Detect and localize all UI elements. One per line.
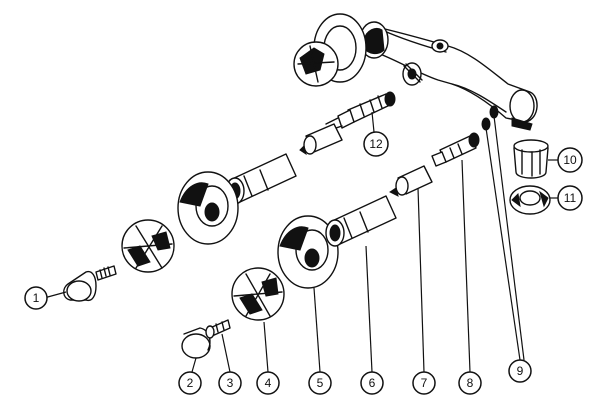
callout-1-label: 1 bbox=[33, 291, 40, 305]
part-6-sleeve bbox=[325, 195, 397, 247]
callout-2-label: 2 bbox=[187, 376, 194, 390]
callout-10: 10 bbox=[557, 147, 583, 173]
leader-lines bbox=[43, 111, 558, 373]
faucet-body bbox=[359, 21, 538, 131]
callout-11: 11 bbox=[557, 185, 583, 211]
part-10-nut bbox=[513, 139, 549, 179]
callout-9-label: 9 bbox=[517, 364, 524, 378]
callout-10-label: 10 bbox=[563, 153, 577, 167]
callout-2: 2 bbox=[178, 371, 202, 395]
callout-3-label: 3 bbox=[227, 376, 234, 390]
part-11-coupling bbox=[509, 185, 551, 215]
callout-7: 7 bbox=[412, 371, 436, 395]
upper-bushing bbox=[299, 123, 343, 156]
upper-escutcheon bbox=[177, 171, 239, 245]
callout-7-label: 7 bbox=[421, 376, 428, 390]
part-1-cap bbox=[63, 270, 97, 302]
part-7-bushing bbox=[389, 165, 433, 197]
part-1-screw bbox=[95, 265, 117, 281]
part-5-escutcheon bbox=[277, 215, 339, 289]
callout-6: 6 bbox=[360, 371, 384, 395]
part-3-screw bbox=[205, 319, 231, 339]
callout-9: 9 bbox=[508, 359, 532, 383]
callout-4: 4 bbox=[256, 371, 280, 395]
callout-12-label: 12 bbox=[369, 137, 383, 151]
callout-4-label: 4 bbox=[265, 376, 272, 390]
callout-6-label: 6 bbox=[369, 376, 376, 390]
callout-5: 5 bbox=[308, 371, 332, 395]
part-4-knob bbox=[231, 267, 285, 321]
callout-11-label: 11 bbox=[564, 191, 577, 205]
callout-8-label: 8 bbox=[467, 376, 474, 390]
callout-1: 1 bbox=[24, 286, 48, 310]
callout-8: 8 bbox=[458, 371, 482, 395]
callout-5-label: 5 bbox=[317, 376, 324, 390]
upper-knob bbox=[121, 219, 175, 273]
part-8-stem bbox=[431, 132, 480, 167]
upper-handle bbox=[293, 13, 367, 87]
callout-12: 12 bbox=[363, 131, 389, 157]
callout-3: 3 bbox=[218, 371, 242, 395]
part-12-stem bbox=[325, 91, 396, 131]
